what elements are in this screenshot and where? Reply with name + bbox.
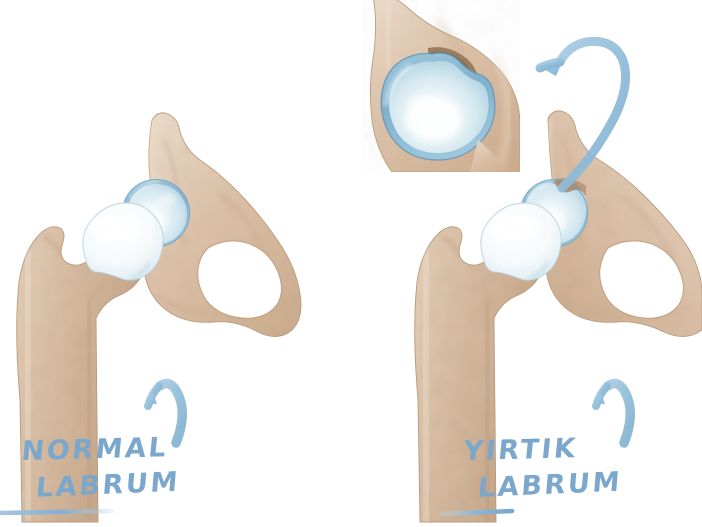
label-torn-line1: YIRTIK [462,433,579,468]
label-normal-line2: LABRUM [34,466,182,504]
label-torn-line2: LABRUM [476,466,624,504]
label-underline-torn [439,508,515,517]
magnified-tear-inset [362,0,520,172]
curved-up-arrow [144,378,187,448]
obturator-foramen [599,240,685,319]
label-torn-labrum: YIRTIK LABRUM [458,430,627,505]
label-underline-normal [0,508,115,516]
callout-curved-arrow [535,36,631,193]
femoral-head-cartilage [82,202,164,281]
femoral-head-cartilage [480,202,562,281]
curved-up-arrow [592,378,635,448]
obturator-foramen [197,240,283,319]
label-normal-labrum: NORMAL LABRUM [16,430,185,505]
label-normal-line1: NORMAL [20,432,170,468]
